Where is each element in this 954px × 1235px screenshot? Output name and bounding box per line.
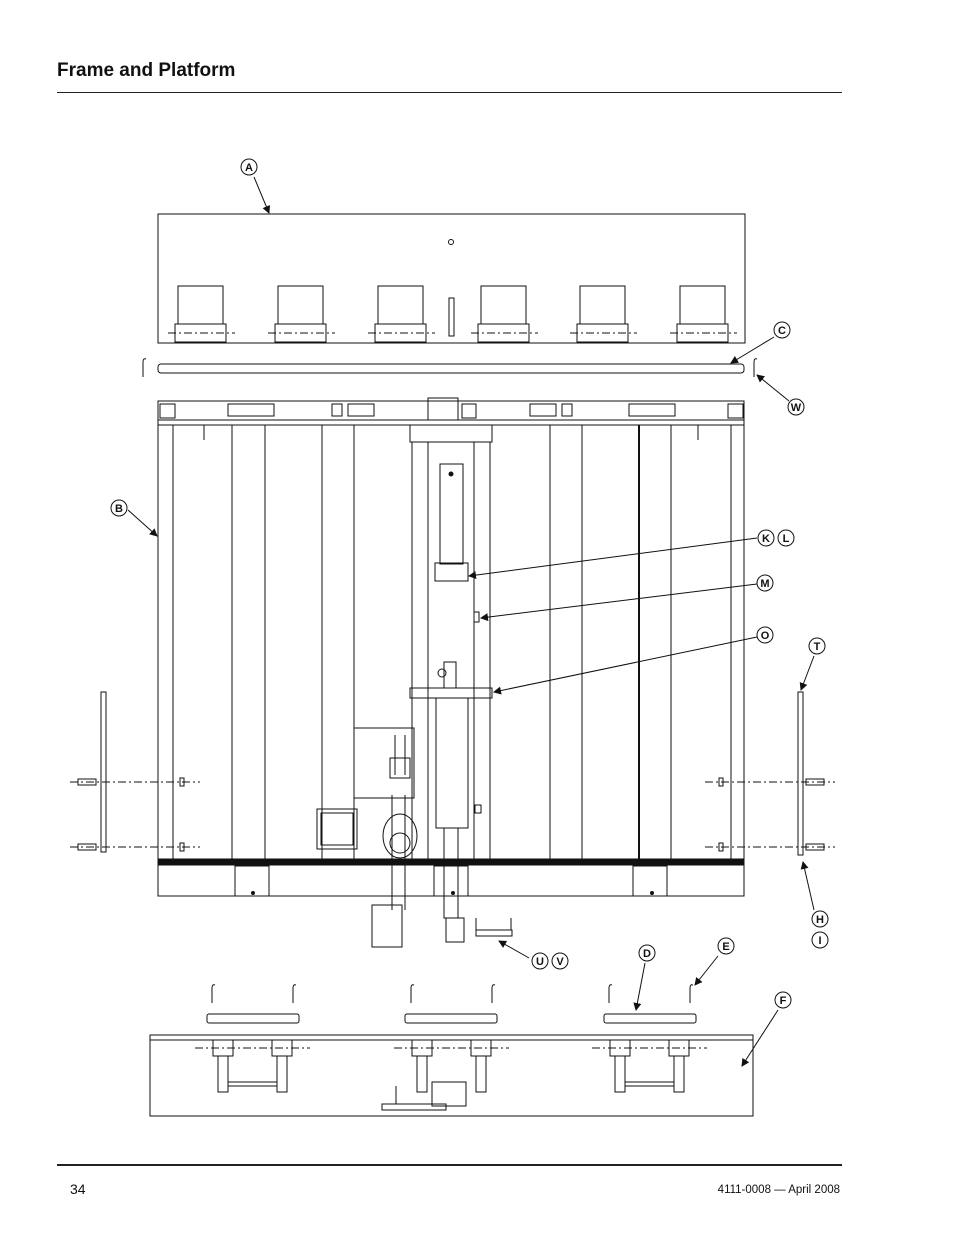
svg-text:I: I — [818, 935, 821, 947]
svg-text:C: C — [778, 325, 786, 337]
callout-u: U — [531, 952, 549, 970]
center-cylinder — [371, 424, 513, 948]
callout-c: C — [773, 321, 791, 339]
callout-d: D — [638, 944, 656, 962]
callout-f: F — [774, 991, 792, 1009]
part-c-rod — [142, 358, 758, 377]
svg-text:D: D — [643, 948, 651, 960]
callout-i: I — [811, 931, 829, 949]
header-rule — [57, 92, 842, 93]
part-f-bottom-panel — [149, 1034, 754, 1117]
callout-k: K — [757, 529, 775, 547]
svg-text:B: B — [115, 503, 123, 515]
callout-b: B — [110, 499, 128, 517]
footer-rule — [57, 1164, 842, 1166]
part-d-link-bars — [206, 984, 697, 1024]
svg-text:W: W — [791, 402, 802, 414]
side-plates — [70, 691, 835, 856]
svg-text:F: F — [780, 995, 787, 1007]
svg-text:L: L — [783, 533, 790, 545]
page-title: Frame and Platform — [57, 60, 236, 81]
svg-text:O: O — [761, 630, 770, 642]
page-number: 34 — [70, 1181, 86, 1197]
svg-text:V: V — [556, 956, 564, 968]
callout-labels: A B C W K L M O T H I U V D E F — [110, 158, 829, 1009]
svg-text:H: H — [816, 914, 824, 926]
svg-text:T: T — [814, 641, 821, 653]
callout-t: T — [808, 637, 826, 655]
callout-v: V — [551, 952, 569, 970]
svg-text:M: M — [760, 578, 769, 590]
document-reference: 4111-0008 — April 2008 — [717, 1184, 840, 1196]
callout-e: E — [717, 937, 735, 955]
part-b-main-frame — [157, 397, 745, 897]
svg-text:E: E — [722, 941, 729, 953]
part-a-top-panel — [157, 213, 746, 344]
svg-text:K: K — [762, 533, 770, 545]
callout-l: L — [777, 529, 795, 547]
svg-text:U: U — [536, 956, 544, 968]
svg-text:A: A — [245, 162, 253, 174]
callout-w: W — [787, 398, 805, 416]
leader-lines — [127, 176, 815, 1067]
callout-a: A — [240, 158, 258, 176]
callout-m: M — [756, 574, 774, 592]
callout-o: O — [756, 626, 774, 644]
callout-h: H — [811, 910, 829, 928]
